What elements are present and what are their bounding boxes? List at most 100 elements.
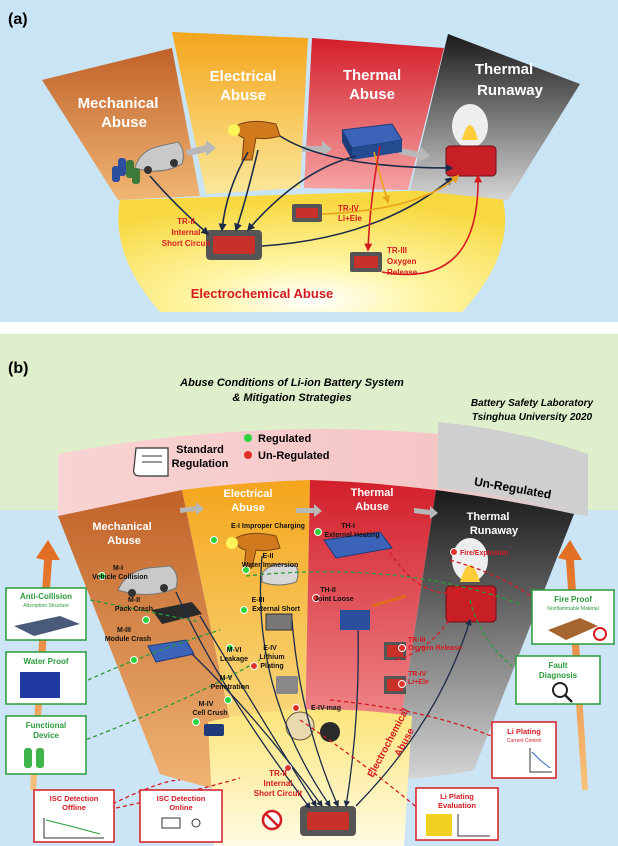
joint-loose-module-b [340,594,407,630]
e4mag-status-dot [292,704,300,712]
li-plating-eval-plot-axes [457,814,490,837]
anti-collision-structure-icon [14,616,80,636]
short-circuit-cell-b [265,613,293,631]
electrical-title-b-2: Abuse [231,502,265,514]
m5-code: M-V [220,675,233,682]
tr3-code-b: TR-III [408,637,426,644]
e1-label: E-I Improper Charging [231,523,305,530]
m1-name: Vehicle Collision [92,574,148,581]
tr4-name-b: Li+Ele [408,679,429,686]
runaway-title-b-2: Runaway [470,525,519,537]
tr3-status-dot [398,644,406,652]
e4mag-label: E-IV-mag [311,705,341,712]
electrical-title-a-1: Electrical [210,68,277,85]
fire-proof-title: Fire Proof [554,595,592,604]
lab-affiliation: Tsinghua University 2020 [472,412,593,423]
electrical-title-a-2: Abuse [220,87,266,104]
panel-b-title-1: Abuse Conditions of Li-ion Battery Syste… [179,377,404,389]
panel-a-tag: (a) [8,11,28,28]
m2-name: Pack Crash [115,606,153,613]
th2-name: Joint Loose [314,596,353,603]
functional-device-title-1: Functional [26,721,66,730]
isc-online-title-1: ISC Detection [157,794,206,803]
arrow-mech-to-elec-a [186,140,216,156]
tr3-name-b: Oxygen Release [408,645,462,652]
li-plating-cc-title: Li Plating [507,727,541,736]
tr5-label-b: Fire/Explosion [460,550,508,557]
tr2-label-a-2: Internal [172,228,201,237]
isc-offline-title-1: ISC Detection [50,794,99,803]
regulated-dot [244,434,252,442]
functional-device-box: Functional Device [5,715,87,775]
isc-offline-plot-axes [43,818,104,839]
m3-name: Module Crash [105,636,151,643]
th1-status-dot [314,528,322,536]
connections-a [149,135,483,276]
magnifier-handle [564,694,573,703]
e4-name-1: Lithium [259,654,284,661]
fire-proof-prohibit-icon [593,627,607,641]
m5-status-dot [224,696,232,704]
e3-code: E-III [252,597,265,604]
th2-status-dot [312,594,320,602]
panel-a: (a) Mechanical Abuse Electrical Abuse Th… [0,0,618,322]
tr2-label-a-3: Short Circuit [162,239,211,248]
e4-status-dot [250,662,258,670]
regulated-label: Regulated [258,433,311,445]
tr2-name-b-1: Internal [264,779,293,788]
magnifier-icon [552,682,568,698]
fault-diagnosis-title-2: Diagnosis [539,671,578,680]
functional-device-title-2: Device [33,731,59,740]
li-plating-eval-title-2: Evaluation [438,801,476,810]
arrow-therm-to-runaway-a [399,147,430,162]
runaway-sector-b [392,490,574,780]
isc-offline-plot-line [45,819,101,835]
tr2-cell-b [300,806,356,836]
th1-name: External Heating [324,532,379,539]
burning-cell-illustration-a [445,104,497,177]
water-proof-box: Water Proof [5,651,87,705]
water-proof-title: Water Proof [23,657,68,666]
mechanical-title-a-2: Abuse [101,114,147,131]
isc-online-sum-icon [191,818,201,828]
battery-module-illustration-a [341,123,403,160]
tr4-label-a-1: TR-IV [338,204,360,213]
isc-online-title-2: Online [169,803,192,812]
arrow-mech-to-elec-b [180,502,204,515]
water-proof-device-icon [20,672,60,698]
tr4-label-a-2: Li+Ele [338,214,362,223]
m2-code: M-II [128,597,140,604]
fault-diagnosis-box: Fault Diagnosis [515,655,601,705]
functional-device-icon-1 [24,748,32,768]
panel-b: (b) Abuse Conditions of Li-ion Battery S… [0,334,618,846]
standard-regulation-2: Regulation [172,458,229,470]
fault-diagnosis-title-1: Fault [548,661,567,670]
m4-status-dot [192,718,200,726]
tr5-status-dot [450,548,458,556]
electrical-title-b-1: Electrical [224,488,273,500]
runaway-title-a-1: Thermal [475,61,533,78]
m3-status-dot [130,656,138,664]
tr2-label-a-1: TR-II [177,217,195,226]
isc-online-box: ISC Detection Online [139,789,223,843]
water-car-illustration-b [261,563,299,586]
arrow-therm-to-runaway-b [414,506,438,519]
mechanical-title-b-1: Mechanical [92,521,151,533]
electrochemical-title-a: Electrochemical Abuse [191,286,334,301]
m2-status-dot [142,616,150,624]
m6-code: M-VI [227,647,242,654]
unregulated-dot [244,451,252,459]
plating-cell-b [276,676,298,694]
tr2-cell-a [206,230,262,260]
m1-code: M-I [113,565,123,572]
tr4-code-b: TR-IV [408,671,427,678]
fire-proof-subtitle: Nonflammable Material [547,606,598,612]
li-plating-cc-box: Li Plating Current Control [491,721,557,779]
m4-name: Cell Crush [192,710,227,717]
lab-name: Battery Safety Laboratory [471,398,594,409]
tr3-label-a-2: Oxygen [387,257,416,266]
isc-offline-title-2: Offline [62,803,86,812]
e2-code: E-II [263,553,274,560]
module-illustration-b [147,639,195,663]
